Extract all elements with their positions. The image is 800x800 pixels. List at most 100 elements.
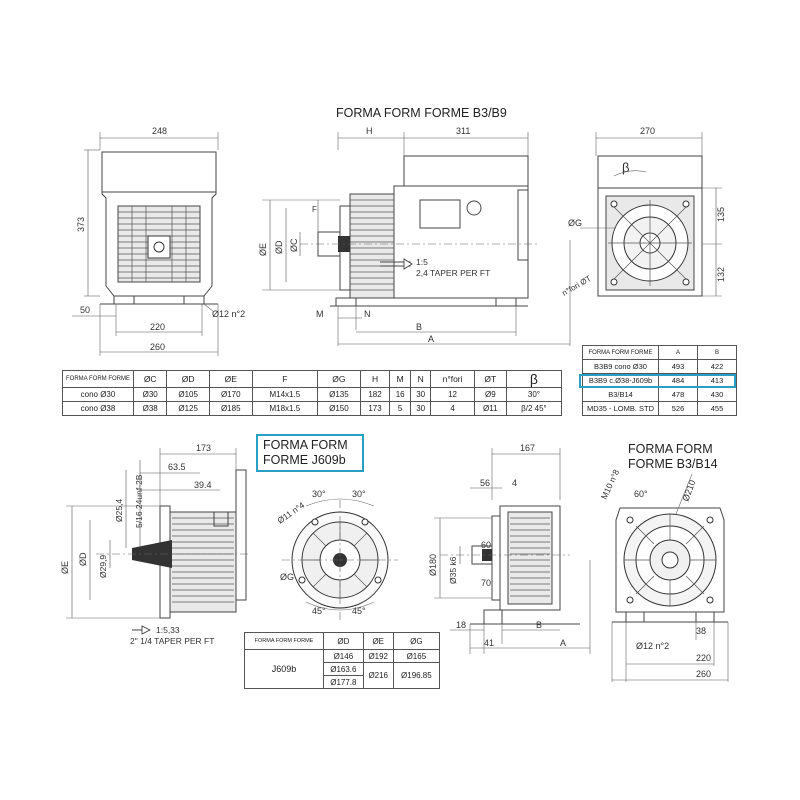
dim-373: 373 xyxy=(76,217,86,232)
view-front-b3b9: 248 373 50 2 xyxy=(72,126,245,356)
table-row: J609b Ø146 Ø192 Ø165 xyxy=(244,649,441,689)
dim-38: 38 xyxy=(696,626,706,636)
dim-220-b: 220 xyxy=(696,653,711,663)
dim-260: 260 xyxy=(150,342,165,352)
cell: Ø150 xyxy=(317,401,361,416)
dim-63: 63.5 xyxy=(168,462,186,472)
cell: Ø30 xyxy=(132,387,168,402)
cell: 16 xyxy=(389,387,411,402)
dim-OD-b: ØD xyxy=(78,552,88,566)
cell: 12 xyxy=(430,387,475,402)
dim-248: 248 xyxy=(152,126,167,136)
dim-270: 270 xyxy=(640,126,655,136)
col-A: A xyxy=(658,345,698,360)
dim-B: B xyxy=(416,322,422,332)
dim-d35: Ø35 k6 xyxy=(448,556,458,584)
angle-30-a: 30° xyxy=(312,489,326,499)
dim-nfori: n°fori ØT xyxy=(561,274,593,298)
dim-OG-b: ØG xyxy=(280,572,294,582)
taper-note: 2,4 TAPER PER FT xyxy=(416,268,490,278)
dim-56: 56 xyxy=(480,478,490,488)
angle-45-b: 45° xyxy=(352,606,366,616)
cell: Ø9 xyxy=(473,387,507,402)
cell: Ø11 xyxy=(473,401,507,416)
dim-60: 60 xyxy=(481,540,491,550)
cell: 30° xyxy=(505,387,563,402)
title-b3b14: FORMA FORM FORME B3/B14 xyxy=(628,442,718,472)
table-main-dimensions: FORMA FORM FORME ØC ØD ØE F ØG H M N n°f… xyxy=(62,370,563,416)
cell: Ø105 xyxy=(166,387,210,402)
dim-d180: Ø180 xyxy=(428,554,438,576)
col-OG: ØG xyxy=(317,370,361,388)
table-header-row: FORMA FORM FORME ØC ØD ØE F ØG H M N n°f… xyxy=(62,370,563,388)
cell: 493 xyxy=(658,359,698,374)
table-row: Ø177.8 xyxy=(245,675,440,689)
cell: 30 xyxy=(409,401,432,416)
title-j609b-line1: FORMA FORM xyxy=(263,438,348,452)
cell: Ø177.8 xyxy=(323,675,364,689)
taper-ratio-b: 1:5,33 xyxy=(156,625,180,635)
dim-41: 41 xyxy=(484,638,494,648)
view-side-b3b14: 167 56 4 60 Ø180 Ø35 k6 70 xyxy=(428,443,591,654)
dim-N: N xyxy=(364,309,371,319)
col-nfori: n°fori xyxy=(430,370,475,388)
dim-167: 167 xyxy=(520,443,535,453)
taper-note-b: 2" 1/4 TAPER PER FT xyxy=(130,636,214,646)
cell: 430 xyxy=(697,387,737,402)
dim-135: 135 xyxy=(716,207,726,222)
col-M: M xyxy=(389,370,411,388)
cell: 173 xyxy=(359,401,391,416)
col-beta: β xyxy=(505,370,563,388)
cell-label: J609b xyxy=(244,649,324,689)
dim-OG: ØG xyxy=(568,218,582,228)
dim-H: H xyxy=(366,126,373,136)
view-rear-b3b9: 270 β ØG 135 132 n°fori ØT xyxy=(561,126,727,298)
cell: 478 xyxy=(658,387,698,402)
dim-70: 70 xyxy=(481,578,491,588)
view-flange-j609b: 30° 30° Ø11 n°4 ØG 45° 45° xyxy=(275,489,398,620)
view-side-b3b9: H 311 F ØE ØD xyxy=(258,126,571,346)
title-j609b-box: FORMA FORM FORME J609b xyxy=(256,434,364,472)
dim-311: 311 xyxy=(456,126,470,136)
cell: 4 xyxy=(430,401,475,416)
dim-4: 4 xyxy=(512,478,517,488)
table-row: cono Ø38 Ø38 Ø125 Ø185 M18x1.5 Ø150 173 … xyxy=(62,401,563,416)
title-j609b-line2: FORME J609b xyxy=(263,453,346,467)
cell: Ø192 xyxy=(362,649,394,663)
dim-39: 39.4 xyxy=(194,480,212,490)
col-OT: ØT xyxy=(473,370,507,388)
table-row: cono Ø30 Ø30 Ø105 Ø170 M14x1.5 Ø135 182 … xyxy=(62,387,563,402)
table-row: MD35 - LOMB. STD 526 455 xyxy=(582,401,737,416)
cell: 5 xyxy=(389,401,411,416)
cell: Ø135 xyxy=(317,387,361,402)
dim-132: 132 xyxy=(716,267,726,282)
dim-220: 220 xyxy=(150,322,165,332)
cell: Ø163.6 xyxy=(323,662,364,676)
dim-A: A xyxy=(428,334,434,344)
dim-OE: ØE xyxy=(258,243,268,256)
table-row: B3B9 cono Ø30 493 422 xyxy=(582,359,737,374)
holes-11: Ø11 n°4 xyxy=(275,500,306,526)
col-OG: ØG xyxy=(392,632,441,650)
dim-hole12-b: Ø12 n°2 xyxy=(636,641,669,651)
col-form: FORMA FORM FORME xyxy=(244,632,324,650)
cell: 422 xyxy=(697,359,737,374)
dim-OE-b: ØE xyxy=(60,561,70,574)
cell: Ø216 xyxy=(362,662,394,689)
col-OD: ØD xyxy=(323,632,364,650)
dim-18: 18 xyxy=(456,620,466,630)
dim-OD: ØD xyxy=(274,240,284,254)
cell: MD35 - LOMB. STD xyxy=(582,401,659,416)
dim-thread: 5/16 24unf-2B xyxy=(134,474,144,528)
cell: Ø146 xyxy=(323,649,364,663)
dim-m10: M10 n°8 xyxy=(599,468,622,501)
table-header-row: FORMA FORM FORME ØD ØE ØG xyxy=(244,632,441,650)
col-form: FORMA FORM FORME xyxy=(62,370,134,388)
col-OE: ØE xyxy=(362,632,394,650)
cell: M14x1.5 xyxy=(251,387,319,402)
title-b3b9: FORMA FORM FORME B3/B9 xyxy=(336,106,507,120)
dim-50: 50 xyxy=(80,305,90,315)
dim-d29: Ø29,9 xyxy=(98,555,108,578)
angle-60: 60° xyxy=(634,489,648,499)
dim-260-b: 260 xyxy=(696,669,711,679)
